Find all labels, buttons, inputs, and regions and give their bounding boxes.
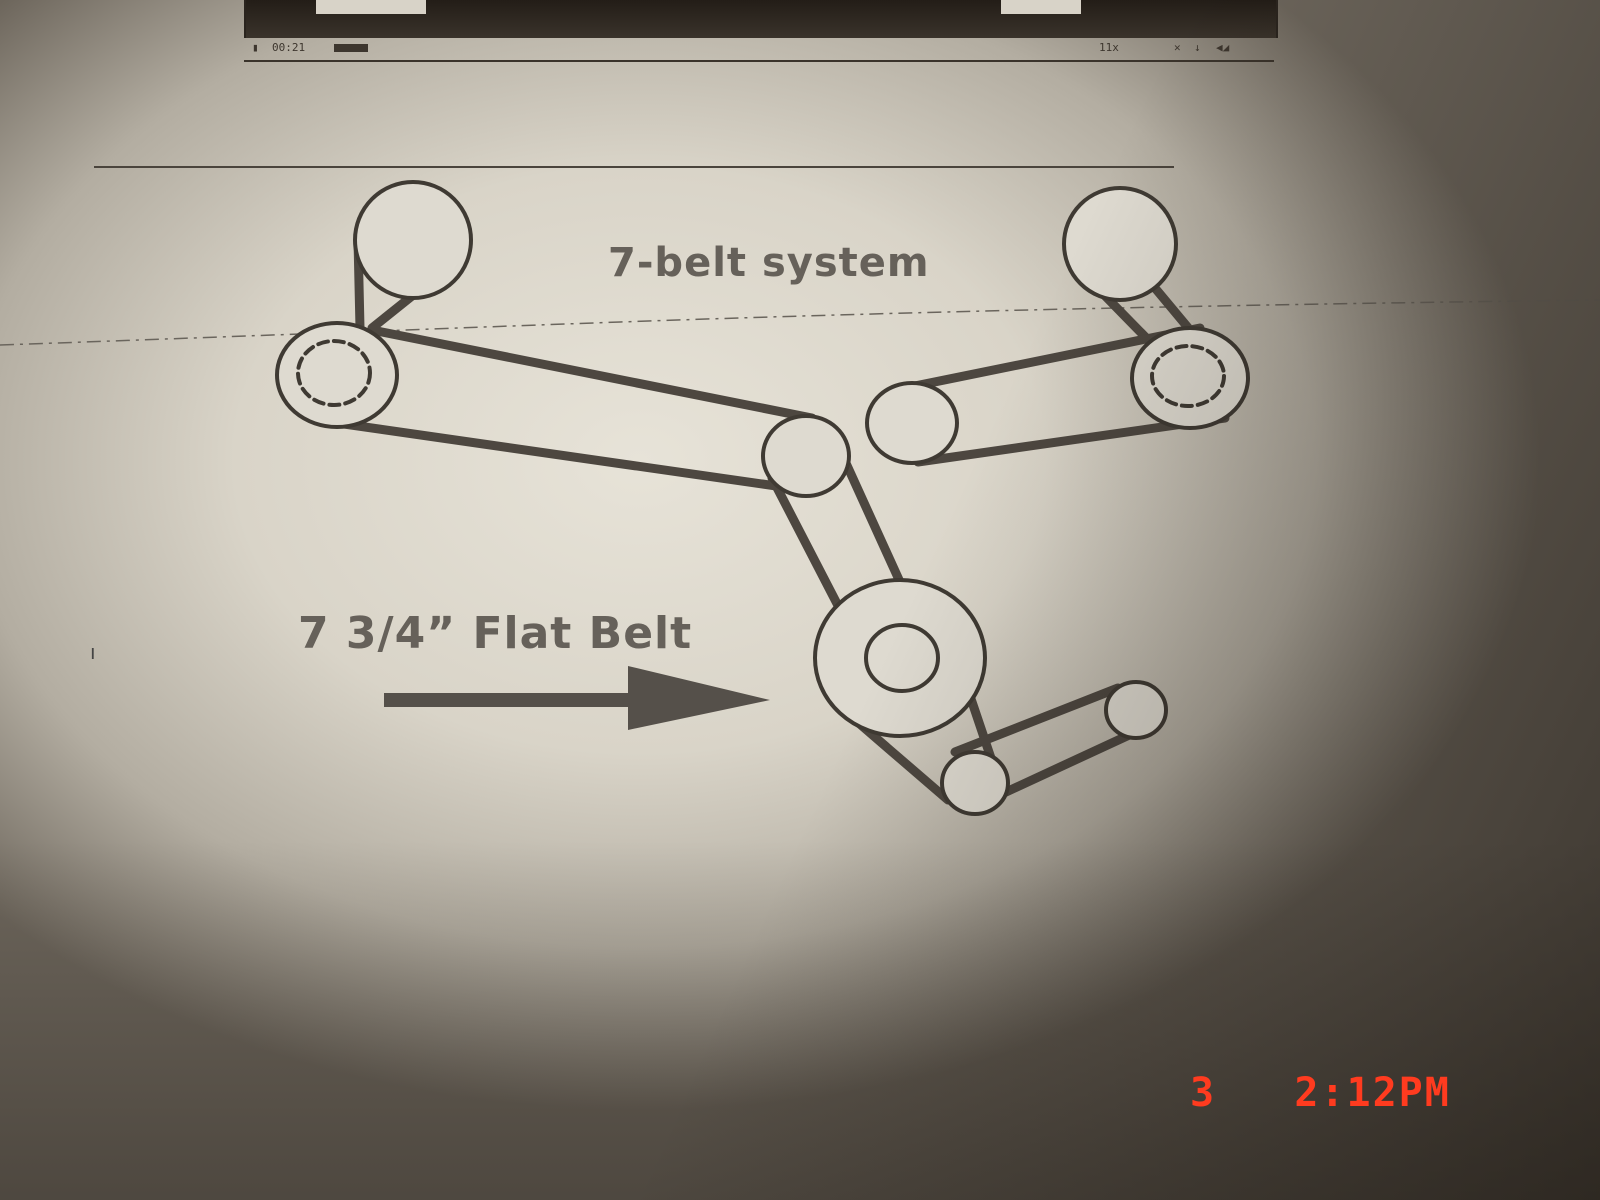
camera-timestamp: 3 2:12PM xyxy=(1190,1070,1451,1116)
pulley-far-right xyxy=(1106,682,1166,738)
pulley-left-large xyxy=(277,323,397,427)
timestamp-day: 3 xyxy=(1190,1070,1216,1116)
pulley-top-left xyxy=(355,182,471,298)
margin-mark: ı xyxy=(90,640,96,664)
right-arrow-icon xyxy=(384,666,770,730)
timestamp-time: 2:12PM xyxy=(1294,1070,1451,1116)
belt-segment xyxy=(330,422,790,488)
pulley-bottom-small xyxy=(942,752,1008,814)
belt-label: 7 3/4” Flat Belt xyxy=(298,608,692,659)
paper-fold-line xyxy=(0,300,1600,345)
pulley-right-mid xyxy=(867,383,957,463)
pulley-right-large xyxy=(1132,328,1248,428)
pulley-main-inner xyxy=(866,625,938,691)
pulley-center-top xyxy=(763,416,849,496)
pulley-top-right xyxy=(1064,188,1176,300)
belt-segment xyxy=(372,330,812,418)
belt-lines xyxy=(330,240,1225,805)
diagram-title: 7-belt system xyxy=(608,240,930,286)
